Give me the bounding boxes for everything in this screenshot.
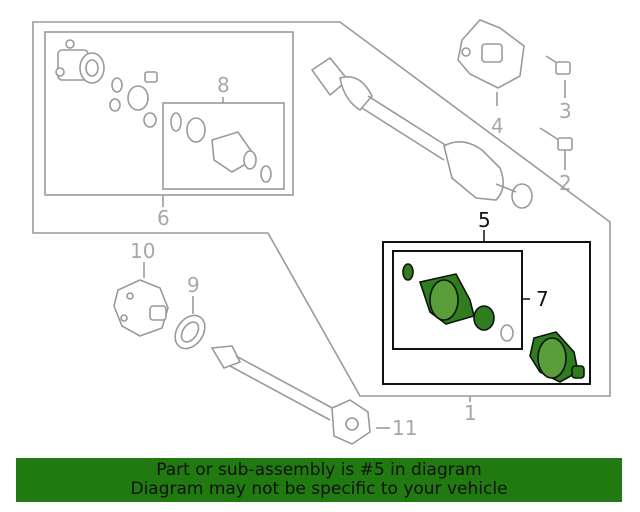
callout-9: 9 bbox=[187, 273, 200, 297]
callout-7: 7 bbox=[536, 287, 549, 311]
callout-3: 3 bbox=[559, 99, 572, 123]
callout-10: 10 bbox=[130, 239, 155, 263]
assembly-1-outline bbox=[32, 21, 611, 397]
banner-line-1: Part or sub-assembly is #5 in diagram bbox=[156, 460, 482, 480]
callout-11: 11 bbox=[392, 416, 417, 440]
axle-shaft-assembly bbox=[310, 56, 533, 209]
highlighted-outer-joint bbox=[529, 331, 585, 383]
seal-part-9 bbox=[174, 314, 206, 350]
bracket-part-4 bbox=[457, 19, 525, 89]
group-5-box bbox=[382, 241, 591, 385]
callout-5: 5 bbox=[478, 208, 491, 232]
callout-2: 2 bbox=[559, 171, 572, 195]
inner-joint-housing bbox=[55, 39, 105, 84]
bolt-part-3 bbox=[545, 55, 571, 75]
group-6-box bbox=[44, 31, 294, 196]
group-8-boot-kit bbox=[170, 112, 272, 183]
callout-6: 6 bbox=[157, 206, 170, 230]
banner-line-2: Diagram may not be specific to your vehi… bbox=[130, 479, 508, 499]
disclaimer-banner: Part or sub-assembly is #5 in diagram Di… bbox=[16, 458, 622, 502]
callout-1: 1 bbox=[464, 401, 477, 425]
group-6-small-parts bbox=[109, 71, 158, 128]
lower-shaft-part-11 bbox=[210, 345, 371, 445]
bolt-part-2 bbox=[539, 127, 573, 151]
callout-8: 8 bbox=[217, 73, 230, 97]
parts-diagram: 1 2 3 4 5 6 7 8 9 10 11 bbox=[32, 19, 611, 445]
callout-4: 4 bbox=[491, 114, 504, 138]
flange-part-10 bbox=[113, 279, 169, 337]
highlighted-boot-kit bbox=[402, 263, 514, 342]
group-7-box bbox=[392, 250, 523, 350]
